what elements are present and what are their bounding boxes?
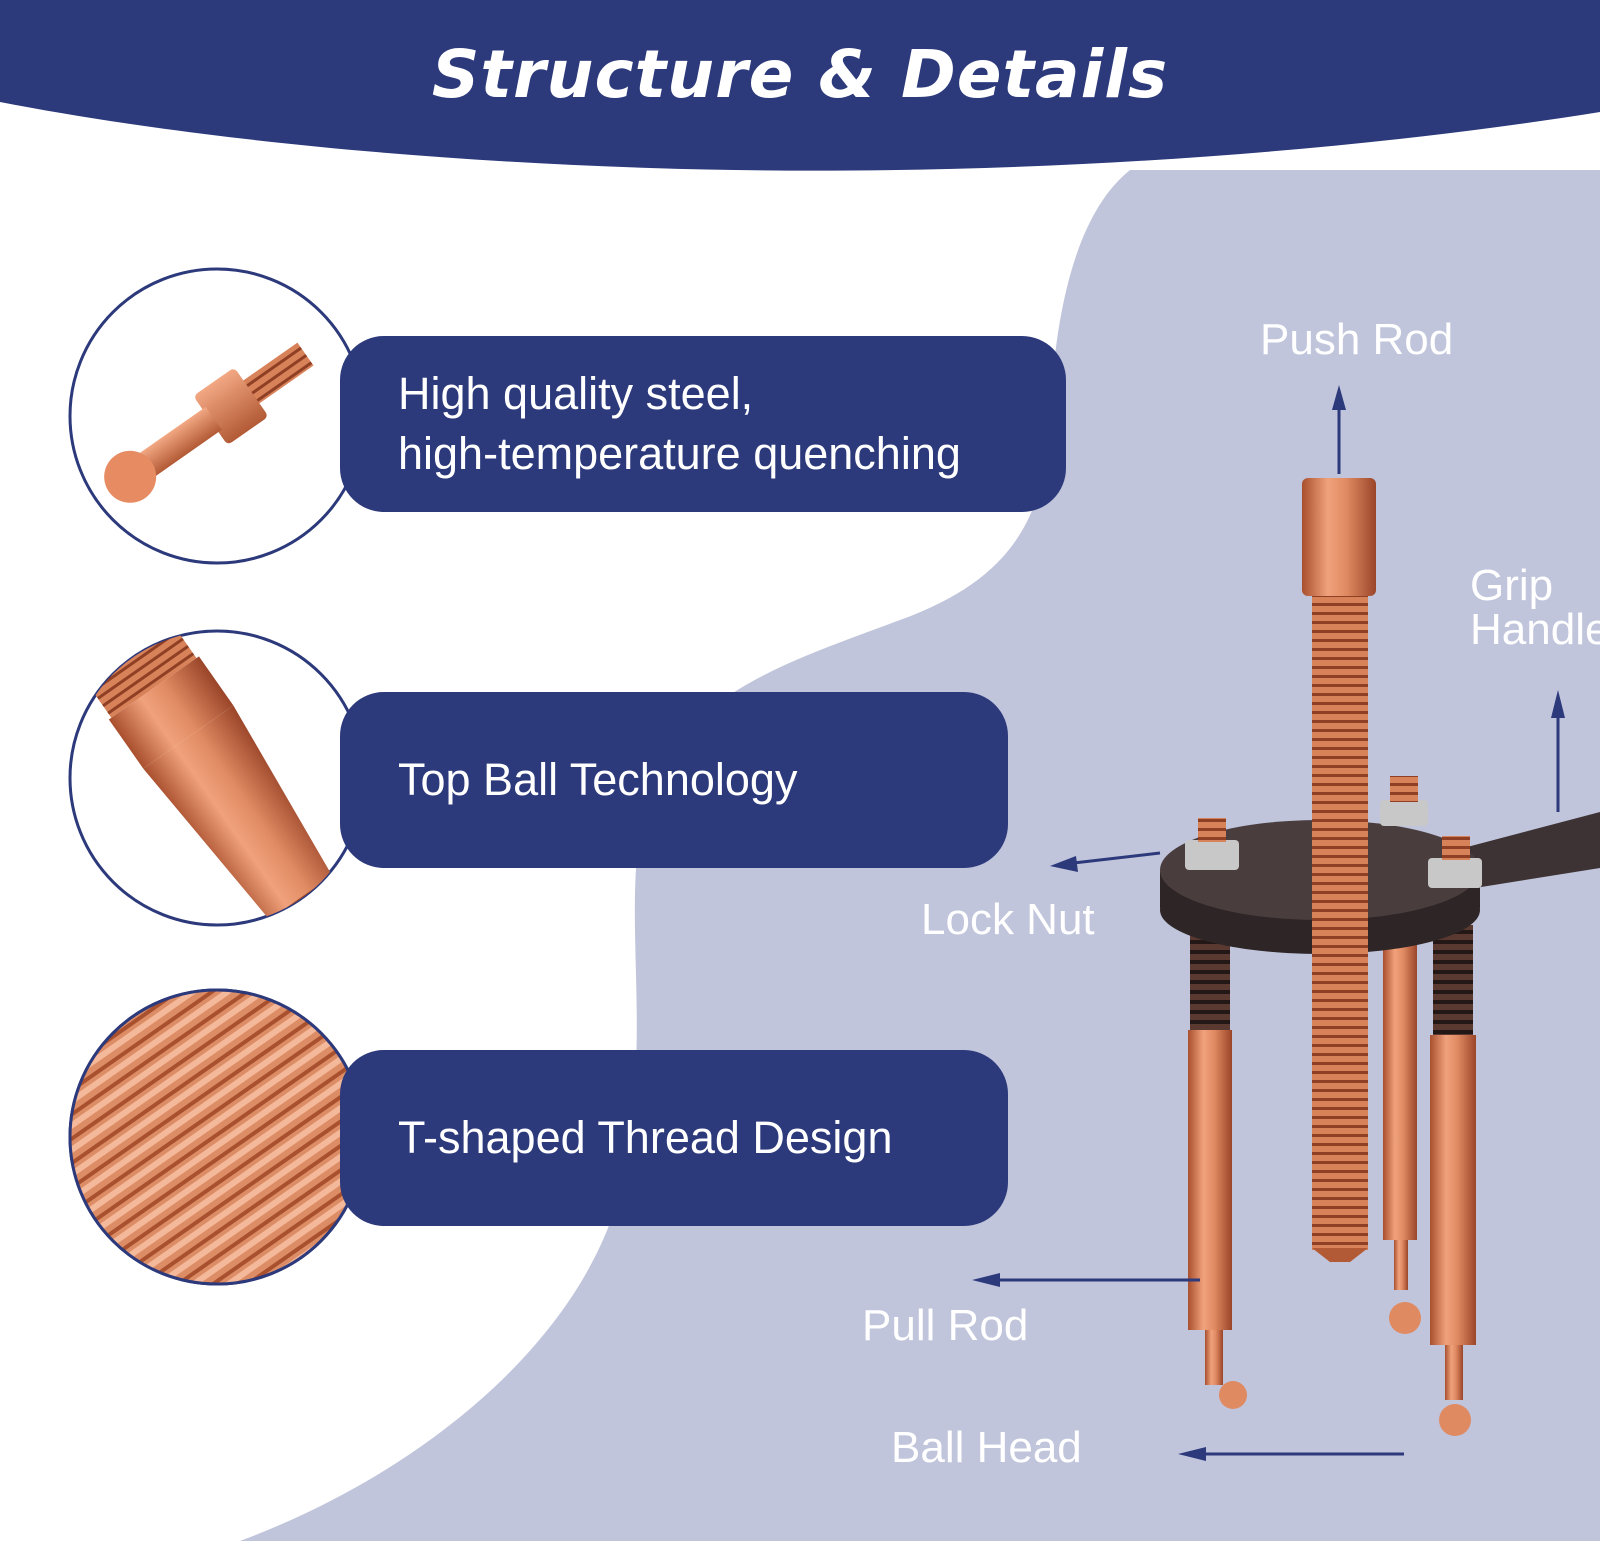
feature-1-circle xyxy=(68,267,366,565)
pull-rod-label: Pull Rod xyxy=(862,1301,1029,1350)
push-rod-label: Push Rod xyxy=(1260,315,1454,364)
feature-1-line-1: High quality steel, xyxy=(398,368,754,419)
feature-2-box: Top Ball Technology xyxy=(340,692,1008,868)
grip-handle-label-line-2: Handle xyxy=(1470,605,1600,654)
feature-3-circle xyxy=(68,988,366,1286)
lock-nut-label: Lock Nut xyxy=(921,895,1095,944)
feature-3-line-1: T-shaped Thread Design xyxy=(398,1112,893,1163)
feature-3-box: T-shaped Thread Design xyxy=(340,1050,1008,1226)
feature-2-circle xyxy=(68,629,366,927)
callout-arrows xyxy=(972,385,1565,1461)
puller-tool-illustration xyxy=(1160,478,1600,1436)
feature-1-line-2: high-temperature quenching xyxy=(398,428,961,479)
feature-1-box: High quality steel, high-temperature que… xyxy=(340,336,1066,512)
page-title: Structure & Details xyxy=(431,36,1169,113)
grip-handle-label-line-1: Grip xyxy=(1470,561,1554,610)
ball-head-label: Ball Head xyxy=(891,1423,1082,1472)
feature-2-line-1: Top Ball Technology xyxy=(398,754,798,805)
